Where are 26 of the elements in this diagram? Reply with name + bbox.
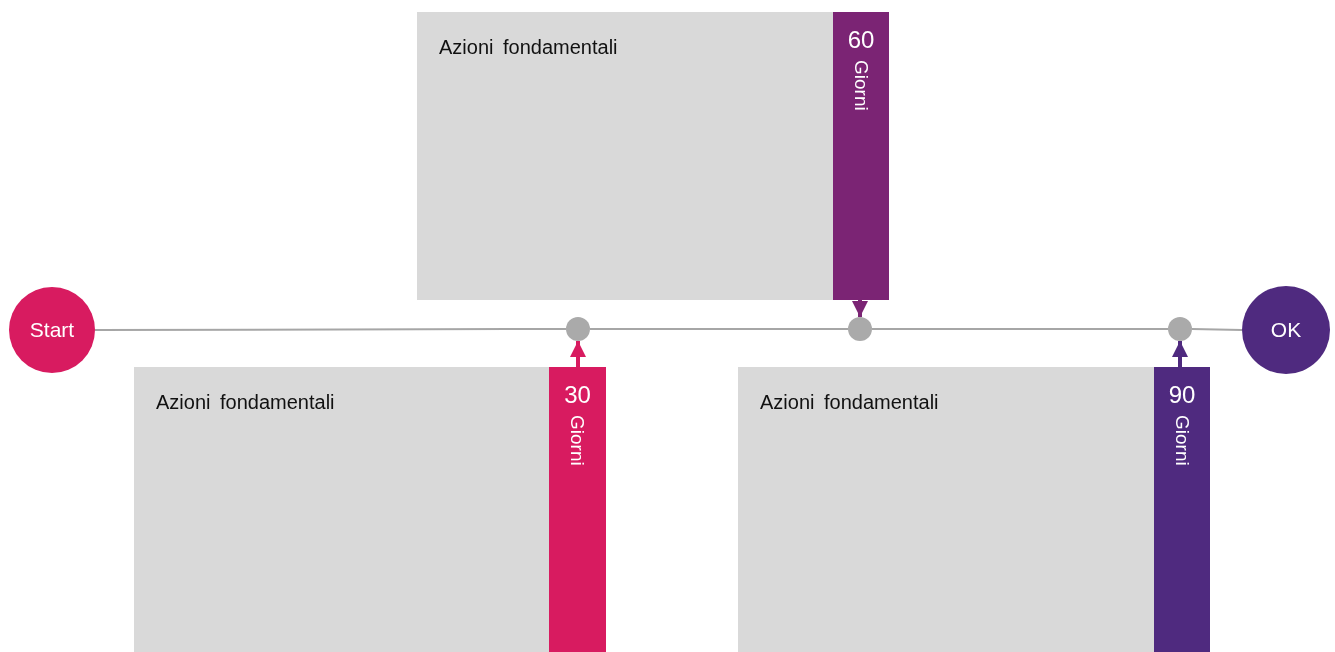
card-heading: Azioni fondamentali	[439, 36, 618, 59]
duration-unit: Giorni	[566, 415, 588, 466]
action-card	[738, 367, 1154, 652]
day-count: 90	[1167, 381, 1197, 409]
timeline-line	[94, 328, 567, 331]
day-count: 60	[846, 26, 876, 54]
day-count: 30	[563, 381, 592, 409]
action-card	[417, 12, 833, 300]
pointer-arrow	[1172, 341, 1188, 367]
duration-tag	[833, 12, 889, 300]
action-card	[134, 367, 549, 652]
timeline-line	[871, 328, 1169, 330]
timeline-line	[1191, 328, 1243, 331]
timeline-line	[589, 328, 849, 330]
timeline-dot	[1168, 317, 1192, 341]
card-heading: Azioni fondamentali	[156, 391, 335, 414]
milestone-label: OK	[1270, 318, 1302, 342]
timeline-dot	[848, 317, 872, 341]
duration-tag	[1154, 367, 1210, 652]
duration-tag	[549, 367, 606, 652]
pointer-arrow	[570, 341, 586, 367]
duration-unit: Giorni	[850, 60, 872, 111]
milestone-label: Start	[29, 318, 75, 342]
duration-unit: Giorni	[1171, 415, 1193, 466]
card-heading: Azioni fondamentali	[760, 391, 939, 414]
timeline-dot	[566, 317, 590, 341]
